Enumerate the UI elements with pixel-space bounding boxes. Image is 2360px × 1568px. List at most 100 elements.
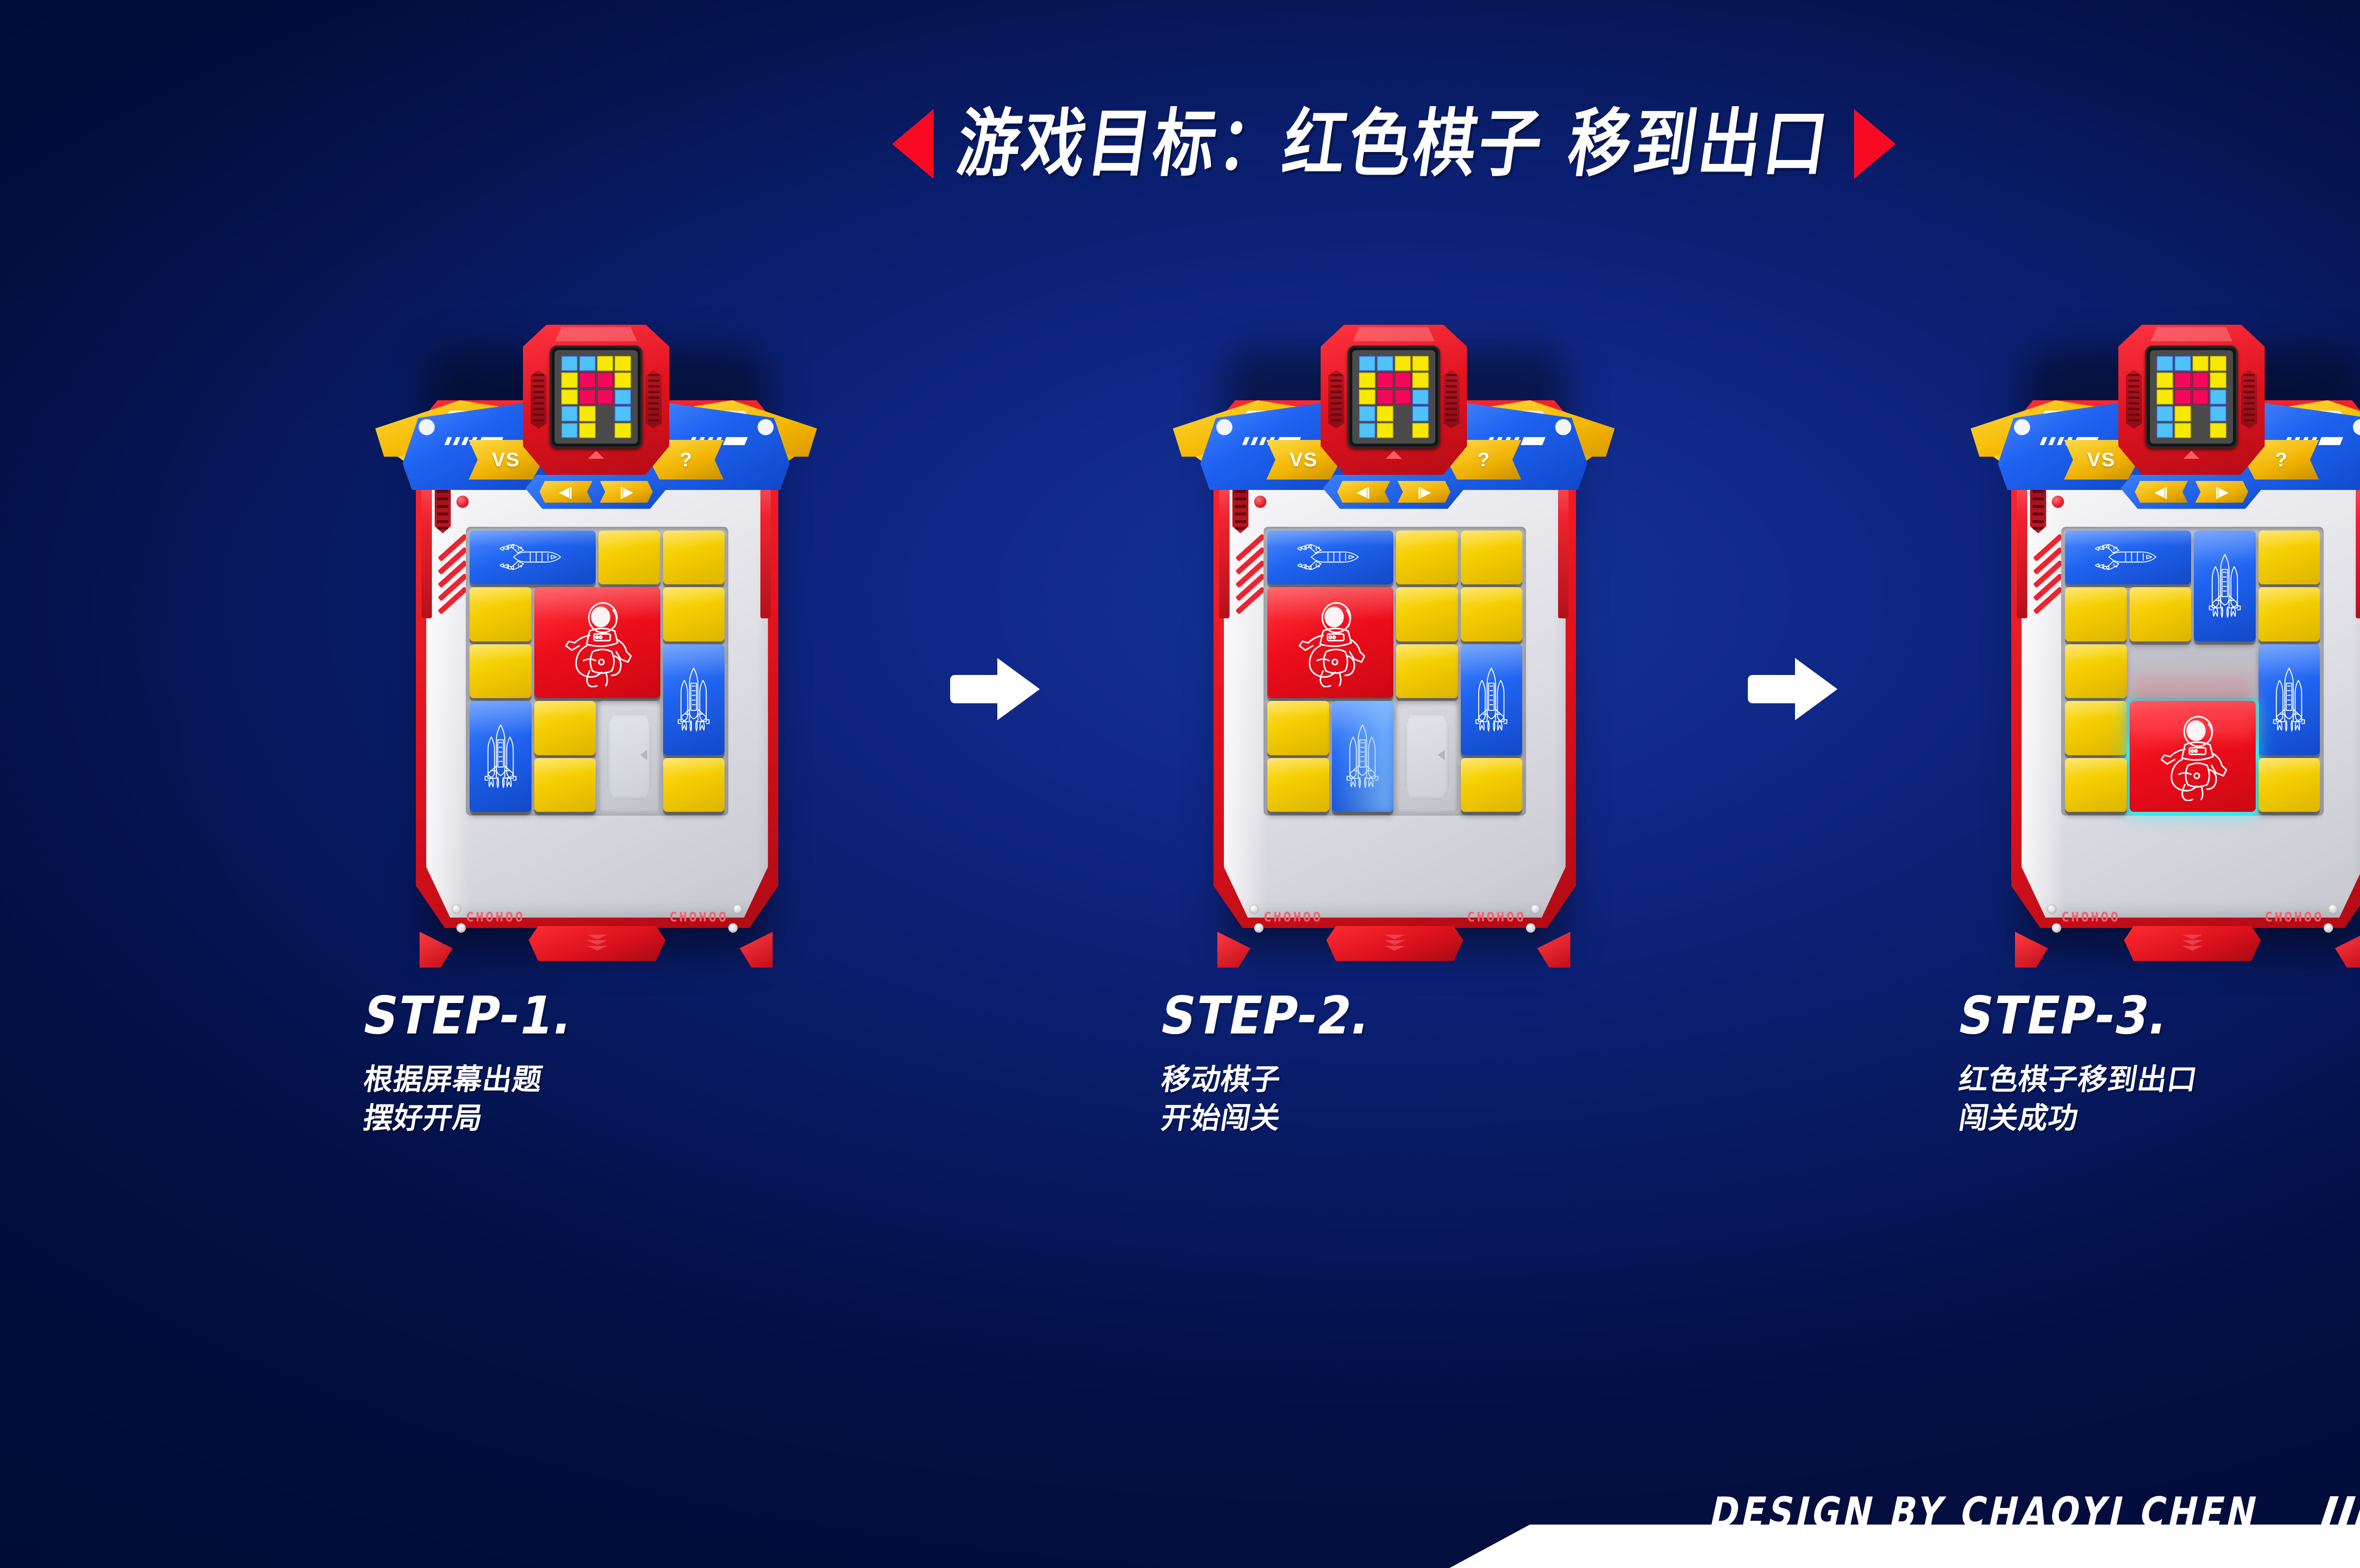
board-tile-yellow[interactable] <box>1396 587 1458 641</box>
nav-bar: ◀| |▶ <box>1323 475 1465 509</box>
board-tile-yellow[interactable] <box>534 701 596 755</box>
board-tile-blue-jet[interactable] <box>2065 531 2191 585</box>
bottom-eject-button[interactable] <box>2124 926 2261 961</box>
step-description-line: 开始闯关 <box>1159 1100 1283 1135</box>
lcd-cell <box>2157 422 2173 438</box>
board-tile-blue-shuttle[interactable] <box>663 644 725 755</box>
puzzle-board[interactable] <box>2061 527 2324 816</box>
board-tile-yellow[interactable] <box>2065 644 2127 699</box>
footer: DESIGN BY CHAOYI CHEN CH-PT-0403 <box>0 1483 2360 1568</box>
vs-button-label: VS <box>1289 448 1318 471</box>
lcd-puzzle-preview <box>2150 350 2233 444</box>
step-column-1: VS ? ◀| |▶ <box>268 293 924 1138</box>
step-arrow <box>1722 293 1863 1086</box>
step-description-line: 闯关成功 <box>1956 1100 2081 1135</box>
board-tile-yellow[interactable] <box>470 644 531 699</box>
board-tile-yellow[interactable] <box>598 531 660 585</box>
board-tile-yellow[interactable] <box>663 758 725 812</box>
board-tile-blue-shuttle[interactable] <box>2258 644 2320 755</box>
step-arrow <box>924 293 1066 1086</box>
board-tile-yellow[interactable] <box>2065 701 2127 755</box>
lcd-cell <box>1395 423 1411 438</box>
board-tile-blue-shuttle-moving[interactable] <box>1332 701 1393 812</box>
lcd-cell <box>561 389 578 405</box>
board-tile-yellow[interactable] <box>1396 531 1458 585</box>
board-exit-slot[interactable] <box>598 701 660 812</box>
nav-prev-button[interactable]: ◀| <box>2135 481 2188 503</box>
board-tile-yellow[interactable] <box>1396 644 1458 699</box>
board-tile-yellow[interactable] <box>1460 587 1522 641</box>
side-accent-right <box>760 448 771 618</box>
lcd-cell <box>1412 389 1429 405</box>
nav-prev-button[interactable]: ◀| <box>539 481 592 503</box>
bottom-eject-button[interactable] <box>529 926 666 961</box>
lcd-cell <box>597 423 614 438</box>
device-bottom-strip: CHOHOO CHOHOO <box>1224 901 1566 961</box>
nav-next-button[interactable]: |▶ <box>1398 481 1450 503</box>
board-tile-red-astronaut[interactable] <box>1267 587 1393 699</box>
lcd-cell <box>579 356 596 371</box>
board-tile-yellow[interactable] <box>1267 701 1329 755</box>
nav-next-button[interactable]: |▶ <box>600 481 653 503</box>
lcd-cell <box>2192 372 2209 388</box>
lcd-cell <box>1359 372 1375 388</box>
board-tile-yellow[interactable] <box>2129 587 2191 641</box>
screw-bottom-right-icon <box>2324 923 2333 933</box>
board-exit-slot[interactable] <box>1396 701 1458 812</box>
lcd-cell <box>1376 406 1393 422</box>
shoulder-dot-right-icon <box>758 419 774 435</box>
board-tile-blue-shuttle[interactable] <box>1460 644 1522 755</box>
board-tile-yellow[interactable] <box>2258 587 2320 641</box>
footer-white-band <box>1450 1525 2360 1568</box>
screw-bottom-left-icon <box>1254 923 1264 933</box>
lcd-bezel <box>550 346 642 448</box>
board-tile-yellow[interactable] <box>1267 758 1329 812</box>
board-tile-blue-jet[interactable] <box>1267 531 1393 585</box>
board-tile-blue-jet[interactable] <box>470 531 596 585</box>
board-tile-yellow[interactable] <box>2258 531 2320 585</box>
board-tile-yellow[interactable] <box>663 531 725 585</box>
board-tile-yellow[interactable] <box>1460 531 1522 585</box>
screen-module <box>1321 325 1467 481</box>
brand-label-right: CHOHOO <box>2264 909 2324 925</box>
lcd-cell <box>1359 356 1375 371</box>
vs-button-label: VS <box>491 448 521 471</box>
lcd-cell <box>2192 356 2209 371</box>
puzzle-board[interactable] <box>1264 527 1526 816</box>
step-label: STEP-1. <box>358 985 579 1046</box>
arrow-right-icon <box>950 658 1040 720</box>
board-tile-yellow[interactable] <box>2065 587 2127 641</box>
lcd-cell <box>2210 356 2226 371</box>
board-tile-blue-shuttle[interactable] <box>470 701 531 812</box>
board-tile-blue-shuttle[interactable] <box>2194 531 2256 641</box>
bottom-eject-button[interactable] <box>1326 926 1463 961</box>
board-tile-red-astronaut[interactable] <box>534 587 660 699</box>
lcd-cell <box>2192 423 2209 438</box>
puzzle-board[interactable] <box>466 527 728 816</box>
brand-label-right: CHOHOO <box>669 909 728 925</box>
lcd-cell <box>615 356 631 371</box>
footer-designer: DESIGN BY CHAOYI CHEN <box>1705 1488 2264 1537</box>
screw-top-right-icon <box>2328 904 2338 914</box>
step-description-line: 红色棋子移到出口 <box>1956 1062 2200 1096</box>
board-tile-yellow[interactable] <box>1460 758 1522 812</box>
help-button[interactable]: ? <box>1447 440 1521 480</box>
lcd-puzzle-preview <box>555 350 638 444</box>
lcd-cell <box>579 422 596 438</box>
board-tile-yellow[interactable] <box>2065 758 2127 812</box>
lcd-cell <box>615 406 631 422</box>
side-accent-left <box>421 448 432 618</box>
module-triangle-icon <box>2183 451 2200 459</box>
nav-prev-button[interactable]: ◀| <box>1337 481 1390 503</box>
board-tile-yellow[interactable] <box>2258 758 2320 812</box>
board-tile-yellow[interactable] <box>663 587 725 641</box>
lcd-bezel <box>2145 346 2238 448</box>
lcd-puzzle-preview <box>1352 350 1435 444</box>
device-bottom-strip: CHOHOO CHOHOO <box>2022 901 2360 961</box>
screw-top-right-icon <box>733 904 742 914</box>
lcd-cell <box>1412 406 1429 422</box>
board-tile-yellow[interactable] <box>470 587 531 641</box>
nav-next-button[interactable]: |▶ <box>2195 481 2248 503</box>
board-tile-yellow[interactable] <box>534 758 596 812</box>
lcd-bezel <box>1348 346 1440 448</box>
